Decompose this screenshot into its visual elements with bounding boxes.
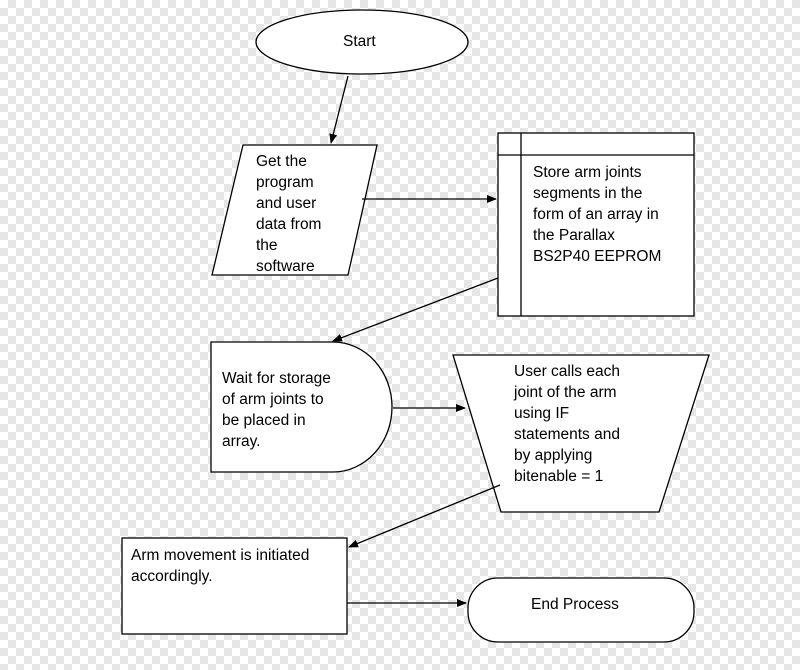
end-label: End Process bbox=[531, 596, 619, 613]
arrow-start-to-input bbox=[329, 75, 349, 144]
arm-move-label: Arm movement is initiated accordingly. bbox=[131, 547, 310, 585]
delay-shape bbox=[210, 341, 393, 473]
input-parallelogram-shape bbox=[211, 144, 378, 276]
store-label: Store arm joints segments in the form of… bbox=[533, 164, 662, 265]
manual-operation-trapezoid-shape bbox=[452, 354, 710, 513]
end-terminator-shape bbox=[467, 577, 695, 643]
start-terminator-shape bbox=[255, 9, 469, 75]
arrow-manual-to-process bbox=[348, 484, 501, 548]
get-data-label: Get the program and user data from the s… bbox=[256, 153, 322, 275]
process-rectangle-shape bbox=[121, 537, 348, 635]
user-calls-label: User calls each joint of the arm using I… bbox=[514, 363, 620, 485]
internal-storage-shape bbox=[497, 132, 695, 317]
wait-label: Wait for storage of arm joints to be pla… bbox=[222, 370, 331, 450]
start-label: Start bbox=[343, 33, 376, 50]
arrow-storage-to-delay bbox=[332, 277, 499, 342]
